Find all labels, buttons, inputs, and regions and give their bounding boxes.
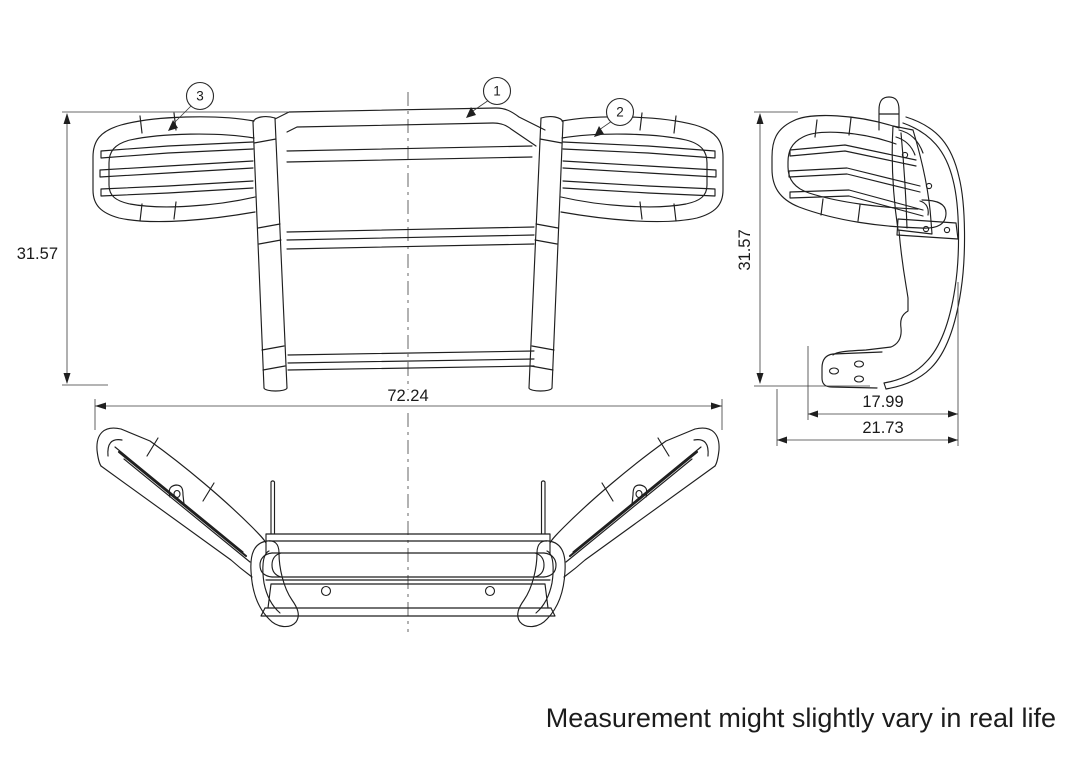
top-bar-lower-edge xyxy=(286,122,537,147)
side-view xyxy=(771,96,966,390)
cage-outer-outline xyxy=(92,116,256,223)
top-bar-upper-edge xyxy=(274,107,546,131)
cage-tube-segments xyxy=(814,117,929,222)
hoop-top-stub xyxy=(878,96,900,131)
post-segments xyxy=(253,138,286,371)
top-width-value: 72.24 xyxy=(387,387,428,405)
mounting-plate xyxy=(891,125,933,235)
plate-hole xyxy=(943,226,951,234)
leader-line xyxy=(598,120,613,131)
arrowhead xyxy=(948,436,958,444)
arrowhead xyxy=(95,402,106,410)
callout-2: 2 xyxy=(594,97,635,137)
cage-outer-outline xyxy=(771,115,947,229)
callout-balloon xyxy=(482,76,512,106)
dimension-top-width: 72.24 xyxy=(94,387,723,430)
callout-3: 3 xyxy=(168,81,215,131)
cage-slat xyxy=(100,141,254,159)
dimension-front-height: 31.57 xyxy=(17,111,288,386)
bend-arcs xyxy=(895,129,924,156)
main-curve-outer xyxy=(885,116,966,390)
arrowhead xyxy=(756,373,764,384)
top-view xyxy=(96,413,721,632)
side-depth-inner-value: 17.99 xyxy=(862,393,903,411)
mid-crossbar xyxy=(286,226,535,250)
front-left-half xyxy=(92,112,288,392)
side-depth-overall-value: 21.73 xyxy=(862,419,903,437)
post-caps xyxy=(252,116,288,392)
extension-lines xyxy=(94,399,723,430)
extension-lines xyxy=(807,282,959,446)
dimension-side-height: 31.57 xyxy=(736,111,870,387)
leader-arrow xyxy=(168,120,178,131)
plate-hole xyxy=(320,585,332,597)
wing-rub-strip xyxy=(117,450,248,558)
extension-lines xyxy=(62,111,288,386)
bracket-slot xyxy=(853,360,865,368)
front-height-value: 31.57 xyxy=(17,245,58,263)
plate-hole xyxy=(901,151,909,159)
arrowhead xyxy=(63,113,71,124)
side-height-value: 31.57 xyxy=(736,229,754,270)
dimension-side-depth-inner: 17.99 xyxy=(807,282,959,446)
upright-bracket-inner xyxy=(262,550,281,614)
bracket-slot xyxy=(853,375,865,383)
inner-profile xyxy=(832,230,909,356)
top-left-wing xyxy=(96,427,299,628)
plate-hole xyxy=(484,585,496,597)
cage-slat xyxy=(789,144,917,167)
callout-balloon xyxy=(605,97,635,127)
arrowhead xyxy=(756,113,764,124)
leader-line xyxy=(172,104,193,125)
dimension-side-depth-overall: 21.73 xyxy=(776,389,958,446)
arrowhead xyxy=(63,373,71,384)
top-right-wing xyxy=(516,427,721,628)
cage-slat xyxy=(100,180,254,197)
callout-number: 3 xyxy=(196,89,204,104)
callout-number: 1 xyxy=(493,84,501,99)
wing-seam-lines xyxy=(114,446,251,563)
plate-hole xyxy=(925,182,933,190)
arrowhead xyxy=(948,410,958,418)
mounting-plate-edge xyxy=(900,132,908,229)
center-tube-left-cap xyxy=(259,552,282,578)
leader-arrow xyxy=(466,107,476,118)
callout-1: 1 xyxy=(466,76,512,118)
extension-lines xyxy=(754,111,870,387)
arrowhead xyxy=(808,410,818,418)
tab-hole xyxy=(173,489,181,499)
wing-lower-edge xyxy=(100,465,253,578)
skid-plate xyxy=(260,583,556,617)
wing-tip-cap xyxy=(96,427,123,467)
arrowhead xyxy=(711,402,722,410)
bottom-bracket xyxy=(821,351,883,389)
callout-balloon xyxy=(185,81,215,111)
wing-segments xyxy=(146,437,215,502)
cage-slat xyxy=(99,160,254,178)
cage-slat xyxy=(789,189,924,217)
center-tube-right-cap xyxy=(534,552,557,578)
wing-outer-edge xyxy=(120,428,267,544)
plate-hole xyxy=(922,225,930,233)
leader-arrow xyxy=(594,126,604,137)
post-edges xyxy=(252,117,288,389)
disclaimer-text: Measurement might slightly vary in real … xyxy=(545,703,1056,733)
main-curve-inner xyxy=(883,122,960,390)
callout-number: 2 xyxy=(616,105,624,120)
cage-inner-outline xyxy=(787,131,919,210)
center-tube xyxy=(271,552,545,578)
bottom-bar xyxy=(287,350,535,371)
front-view xyxy=(92,92,724,392)
second-bar xyxy=(286,145,533,163)
cage-inner-outline xyxy=(108,133,256,208)
arrowhead xyxy=(777,436,787,444)
mounting-pin xyxy=(270,480,276,535)
bracket-slot xyxy=(828,367,840,375)
wing-tab xyxy=(168,484,185,505)
front-right-half xyxy=(528,112,724,392)
cage-slat xyxy=(788,167,921,193)
center-slab xyxy=(265,533,551,554)
